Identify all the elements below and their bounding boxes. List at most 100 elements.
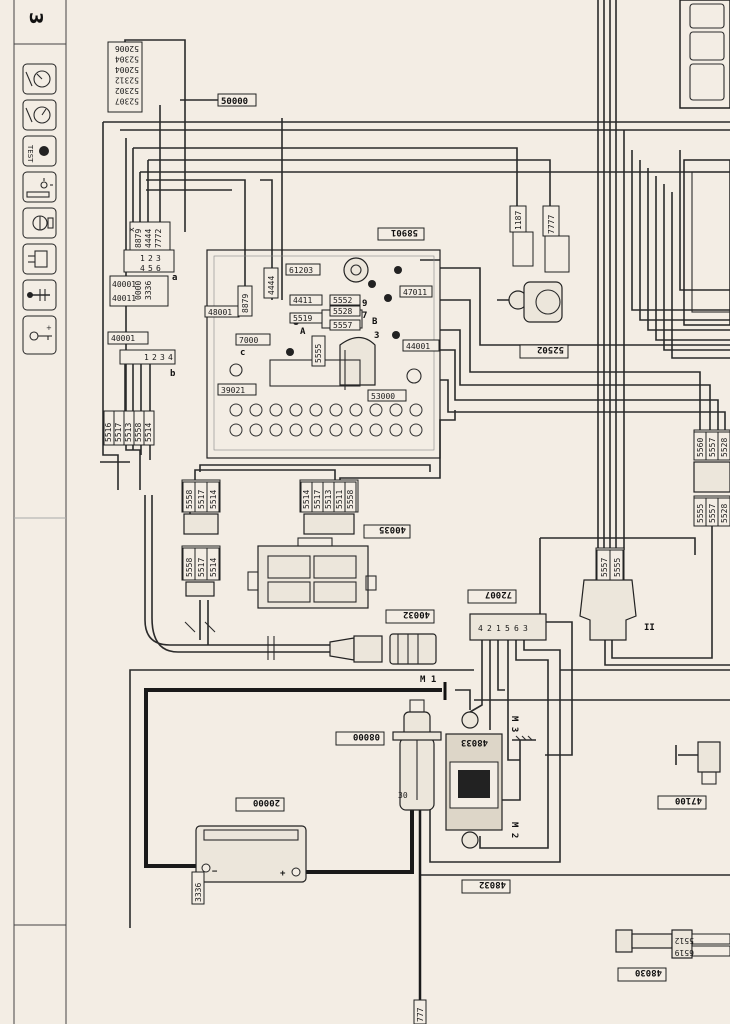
pin-number: 3 <box>523 624 528 633</box>
wire-label: 5528 <box>720 438 729 457</box>
wire-label: 5513 <box>324 490 333 509</box>
battery <box>195 825 307 883</box>
motor-52502 <box>497 281 563 323</box>
speedometer-icon <box>22 99 57 131</box>
pin-number: 2 <box>487 624 492 633</box>
connector-72007 <box>469 613 547 641</box>
connector-code: 52302 <box>115 86 139 95</box>
wire-label: 5558 <box>134 423 143 442</box>
label-52502: 52502 <box>537 344 564 354</box>
fuse-socket <box>329 423 343 437</box>
number-7: 7 <box>362 311 367 321</box>
battery-cable <box>144 688 442 1024</box>
fuse-socket <box>289 423 303 437</box>
terminal-30: 30 <box>398 791 408 800</box>
label-40001b: 40001 <box>111 334 135 343</box>
label-40011: 40011 <box>112 294 136 303</box>
pin-number: 1 <box>140 254 145 263</box>
wire-label: 5557 <box>708 504 717 523</box>
label-3336b: 3336 <box>194 883 203 902</box>
wire-label: 5558 <box>346 490 355 509</box>
pin-number: 4 <box>478 624 483 633</box>
tachometer-icon <box>22 63 57 95</box>
letter-A: A <box>300 327 306 337</box>
pin-number: 4 <box>140 264 145 273</box>
connector-code: 52004 <box>115 65 139 74</box>
battery-plus: + <box>280 869 286 879</box>
svg-text:+: + <box>46 324 52 332</box>
pin-number: 3 <box>156 254 161 263</box>
label-4444b: 4444 <box>144 229 153 248</box>
pin-number: 4 <box>168 353 173 362</box>
wire-label: 5514 <box>209 558 218 577</box>
fuse-socket <box>269 423 283 437</box>
wire-harness <box>100 0 730 928</box>
label-08000: 08000 <box>353 731 380 741</box>
wire-label: 5514 <box>209 490 218 509</box>
fuse-socket <box>409 423 423 437</box>
label-7000: 7000 <box>239 336 258 345</box>
pin-number: 5 <box>148 264 153 273</box>
fuse-socket <box>369 423 383 437</box>
connector-code: 52307 <box>115 97 139 106</box>
label-58901: 58901 <box>391 227 418 237</box>
label-1187: 1187 <box>514 211 523 230</box>
pin-number: 1 <box>496 624 501 633</box>
fuse-socket <box>389 423 403 437</box>
wire-label: 5558 <box>185 490 194 509</box>
wire-label: 5528 <box>720 504 729 523</box>
connector-code: 52304 <box>115 55 139 64</box>
connector-5514 <box>303 513 355 535</box>
sensor-40032 <box>329 633 437 665</box>
label-44001: 44001 <box>406 342 430 351</box>
svg-text:a: a <box>172 273 177 283</box>
label-61203: 61203 <box>289 266 313 275</box>
label-5528: 5528 <box>333 307 352 316</box>
temperature-icon <box>22 279 57 311</box>
label-48033: 48033 <box>461 737 488 747</box>
starter-motor <box>392 682 447 811</box>
connector-5558 <box>183 513 219 535</box>
pin-number: 6 <box>514 624 519 633</box>
fuse-socket <box>269 403 283 417</box>
sensor-48030 <box>615 929 730 959</box>
fuel-pump-icon <box>22 243 57 275</box>
label-5555: 5555 <box>314 344 323 363</box>
relay-7777 <box>544 235 570 273</box>
wire-label: 5514 <box>144 423 153 442</box>
fuse-socket <box>249 403 263 417</box>
wire-label: 5511 <box>335 490 344 509</box>
label-40032: 40032 <box>403 609 430 619</box>
label-7772: 7772 <box>154 229 163 248</box>
number-3: 3 <box>374 331 379 341</box>
label-8879: 8879 <box>241 294 250 313</box>
instrument-cluster-edge <box>679 0 730 326</box>
wire-label: 5513 <box>124 423 133 442</box>
relay-1187 <box>512 231 534 267</box>
page-number: 3 <box>25 12 46 25</box>
fuse-socket <box>349 403 363 417</box>
label-6519: 6519 <box>675 948 694 957</box>
fuel-gauge-icon <box>22 207 57 239</box>
label-72007: 72007 <box>485 589 512 599</box>
label-7777: 7777 <box>547 215 556 234</box>
label-47011: 47011 <box>403 288 427 297</box>
wire-label: 5560 <box>696 438 705 457</box>
label-8879b: 8879 <box>134 229 143 248</box>
fuse-socket <box>369 403 383 417</box>
battery-minus: − <box>212 867 218 877</box>
wire-label: 5517 <box>197 490 206 509</box>
fuse-socket <box>289 403 303 417</box>
pin-number: 6 <box>156 264 161 273</box>
label-48032: 48032 <box>479 879 506 889</box>
svg-text:b: b <box>170 369 176 379</box>
letter-M3: M 3 <box>509 716 519 732</box>
wire-label: 5558 <box>185 558 194 577</box>
connector-code: 52006 <box>115 44 139 53</box>
label-5512: 5512 <box>675 936 694 945</box>
lighting-icon <box>22 171 57 203</box>
pin-number: 2 <box>148 254 153 263</box>
label-4444: 4444 <box>267 276 276 295</box>
